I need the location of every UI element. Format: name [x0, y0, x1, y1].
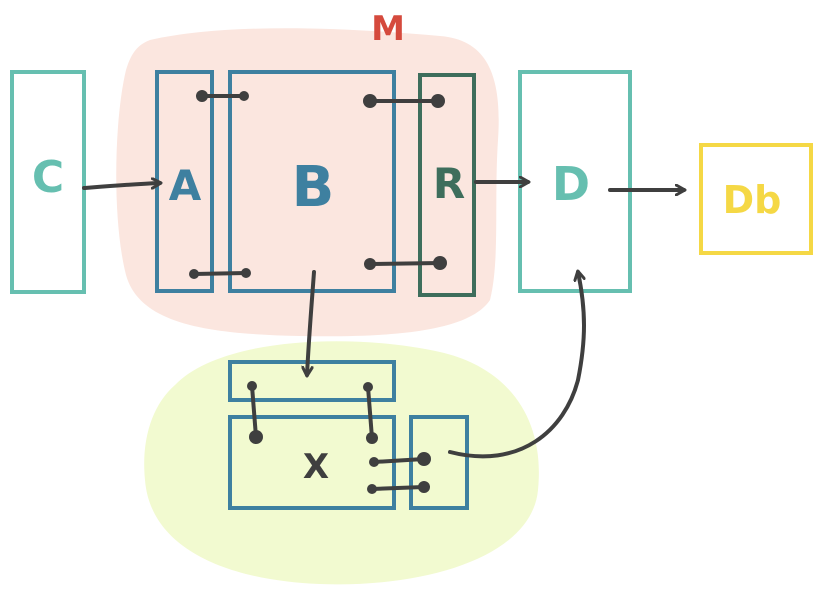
module-x-side-box — [409, 415, 469, 510]
connector-x-side-bottom — [367, 481, 430, 494]
connector-a-b-bottom — [189, 268, 251, 279]
module-x-label: X — [303, 447, 329, 487]
connector-b-r-top — [363, 94, 445, 108]
component-r-box — [418, 73, 476, 297]
module-x-region — [144, 341, 539, 585]
component-c-box — [10, 70, 86, 294]
module-x-top-box — [228, 360, 396, 402]
connector-x-left-vertical — [247, 381, 263, 444]
connector-a-b-top — [196, 90, 249, 102]
component-a-label: A — [169, 161, 202, 210]
arrow-c-to-a — [82, 183, 160, 190]
connector-x-side-top — [369, 452, 431, 467]
database-db-box — [699, 143, 813, 255]
component-b-label: B — [292, 155, 335, 220]
component-d-label: D — [552, 157, 590, 211]
database-db-label: Db — [723, 178, 782, 222]
connector-x-right-vertical — [363, 382, 378, 444]
component-c-label: C — [32, 152, 64, 203]
arrow-b-to-x — [307, 270, 316, 375]
arrow-x-to-d — [448, 272, 586, 459]
connector-b-r-bottom — [364, 256, 447, 270]
component-r-label: R — [433, 159, 465, 208]
module-title: M — [371, 9, 405, 49]
